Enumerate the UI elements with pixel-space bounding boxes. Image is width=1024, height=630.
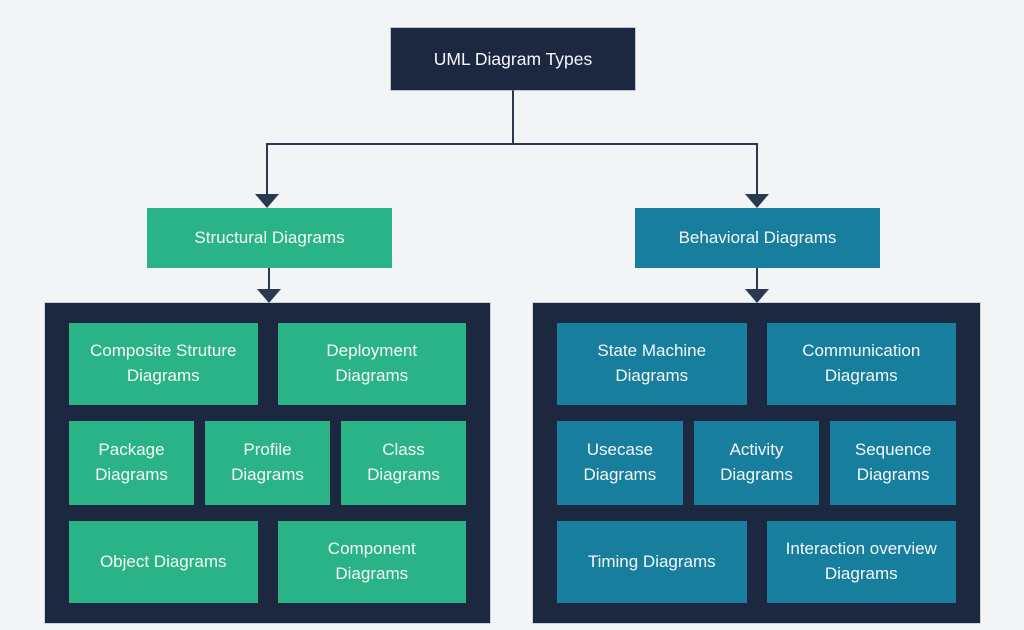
group-row: Package Diagrams Profile Diagrams Class … <box>69 421 466 505</box>
root-node-uml-diagram-types: UML Diagram Types <box>391 28 635 90</box>
node-label: Usecase Diagrams <box>583 440 657 484</box>
connector-root-stem <box>512 90 514 144</box>
node-label: Package Diagrams <box>95 440 168 484</box>
group-row: State Machine Diagrams Communication Dia… <box>557 323 956 405</box>
arrowhead-down-structural <box>255 194 279 208</box>
group-row: Composite Struture Diagrams Deployment D… <box>69 323 466 405</box>
node-package-diagrams: Package Diagrams <box>69 421 194 505</box>
node-object-diagrams: Object Diagrams <box>69 521 258 603</box>
node-usecase-diagrams: Usecase Diagrams <box>557 421 683 505</box>
node-label: Component Diagrams <box>327 539 416 583</box>
connector-behavioral-group-stem <box>756 268 758 291</box>
connector-structural-stem <box>266 143 268 196</box>
node-deployment-diagrams: Deployment Diagrams <box>277 323 466 405</box>
node-label: Profile Diagrams <box>231 440 304 484</box>
connector-horizontal <box>266 143 758 145</box>
arrowhead-down-structural-group <box>257 289 281 303</box>
node-label: Interaction overview Diagrams <box>785 539 937 583</box>
node-interaction-overview-diagrams: Interaction overview Diagrams <box>766 521 956 603</box>
node-label: Sequence Diagrams <box>854 440 932 484</box>
node-label: Deployment Diagrams <box>326 341 418 385</box>
branch-node-behavioral: Behavioral Diagrams <box>635 208 880 268</box>
root-node-label: UML Diagram Types <box>433 48 593 69</box>
branch-node-label: Structural Diagrams <box>194 228 345 248</box>
node-timing-diagrams: Timing Diagrams <box>557 521 747 603</box>
behavioral-diagrams-group: State Machine Diagrams Communication Dia… <box>533 303 980 623</box>
node-label: Communication Diagrams <box>802 341 921 385</box>
node-profile-diagrams: Profile Diagrams <box>205 421 330 505</box>
group-row: Object Diagrams Component Diagrams <box>69 521 466 603</box>
arrowhead-down-behavioral <box>745 194 769 208</box>
node-communication-diagrams: Communication Diagrams <box>766 323 956 405</box>
node-state-machine-diagrams: State Machine Diagrams <box>557 323 747 405</box>
node-label: State Machine Diagrams <box>597 341 707 385</box>
node-label: Class Diagrams <box>367 440 440 484</box>
node-label: Composite Struture Diagrams <box>90 341 237 385</box>
node-sequence-diagrams: Sequence Diagrams <box>830 421 957 505</box>
node-label: Timing Diagrams <box>587 551 716 571</box>
node-class-diagrams: Class Diagrams <box>341 421 466 505</box>
connector-structural-group-stem <box>268 268 270 291</box>
connector-behavioral-stem <box>756 143 758 196</box>
branch-node-label: Behavioral Diagrams <box>678 228 837 248</box>
arrowhead-down-behavioral-group <box>745 289 769 303</box>
node-composite-structure-diagrams: Composite Struture Diagrams <box>69 323 258 405</box>
node-activity-diagrams: Activity Diagrams <box>693 421 820 505</box>
node-component-diagrams: Component Diagrams <box>277 521 466 603</box>
node-label: Object Diagrams <box>99 551 227 571</box>
group-row: Timing Diagrams Interaction overview Dia… <box>557 521 956 603</box>
node-label: Activity Diagrams <box>720 440 793 484</box>
structural-diagrams-group: Composite Struture Diagrams Deployment D… <box>45 303 490 623</box>
group-row: Usecase Diagrams Activity Diagrams Seque… <box>557 421 957 505</box>
branch-node-structural: Structural Diagrams <box>147 208 392 268</box>
